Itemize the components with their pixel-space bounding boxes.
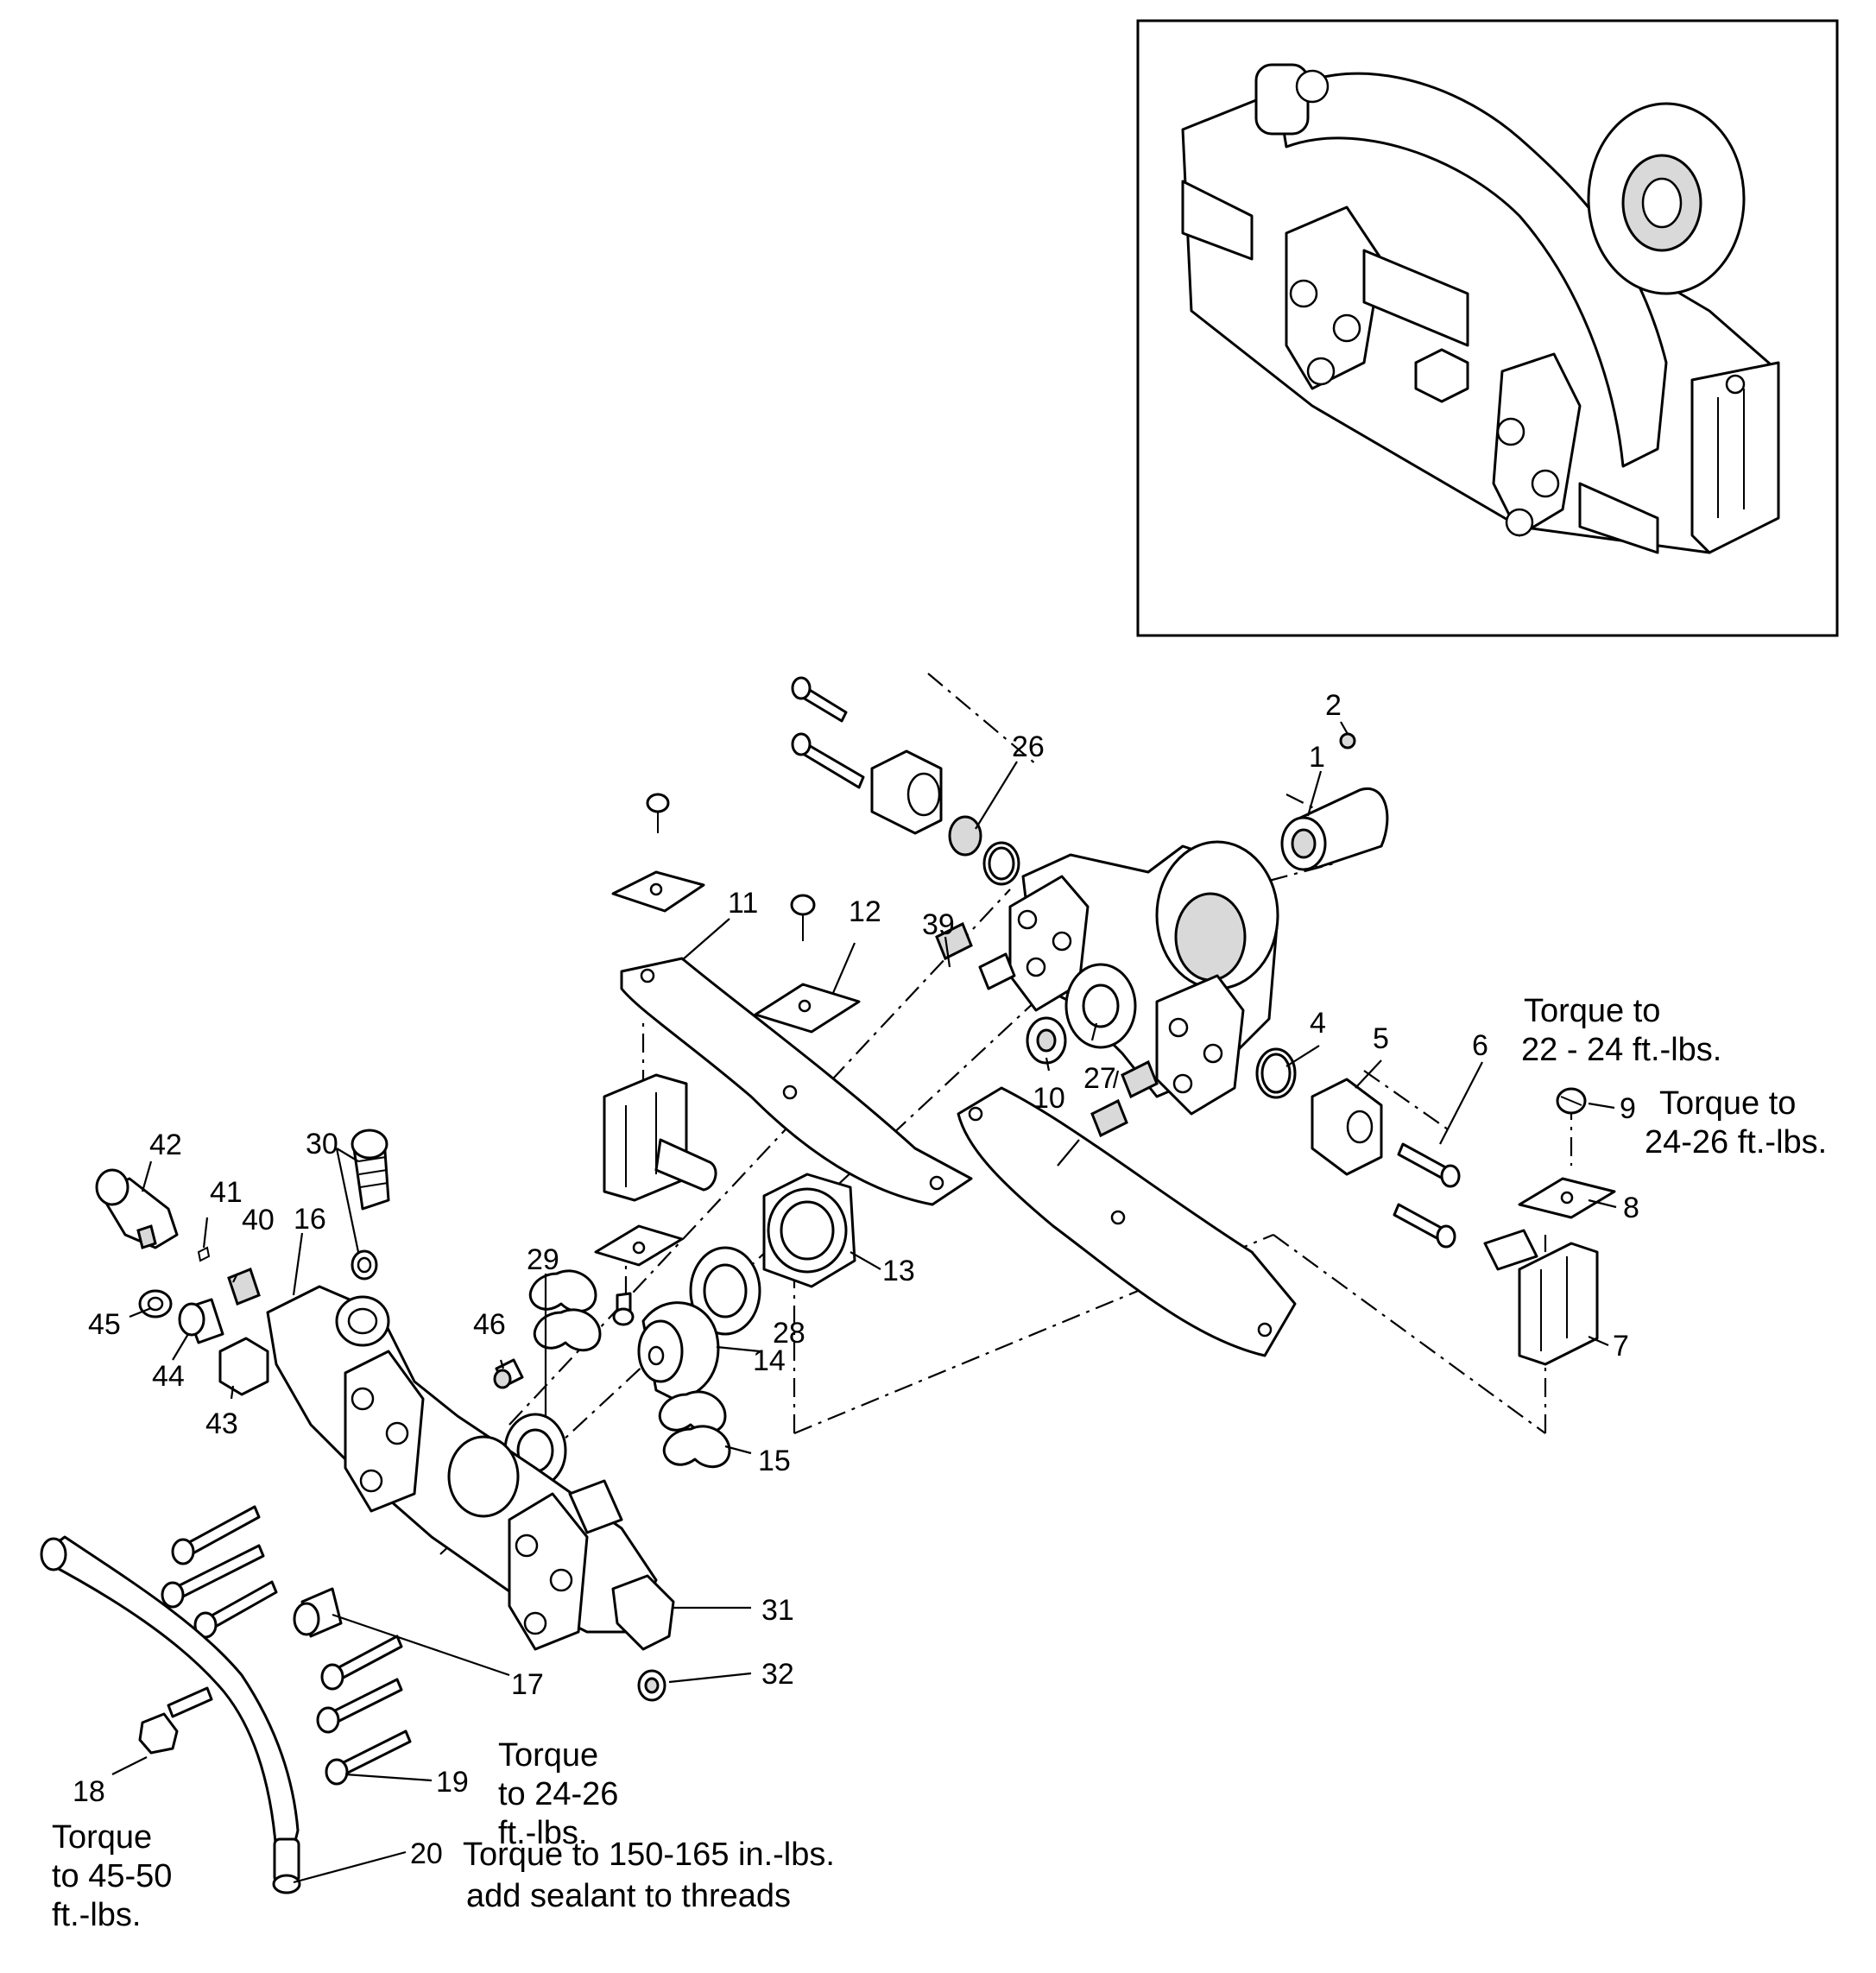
part-2-plug: [1339, 732, 1356, 749]
part-29-gaskets: [528, 1269, 602, 1352]
torque-note-18-line2: to 45-50: [52, 1858, 172, 1894]
part-40-spring: [227, 1268, 261, 1306]
torque-note-20-line1: Torque to 150-165 in.-lbs.: [463, 1837, 835, 1873]
torque-notes: Torque to 22 - 24 ft.-lbs. Torque to 24-…: [52, 993, 1827, 1933]
callout-4: 4: [1310, 1007, 1326, 1040]
callout-41: 41: [210, 1176, 243, 1209]
lower-clip-plate: [594, 1224, 684, 1326]
part-5-flange: [1311, 1078, 1383, 1176]
part-9-bolt: [1556, 1087, 1587, 1115]
part-20-pipe: [40, 1535, 301, 1894]
torque-note-19-line2: to 24-26: [498, 1776, 618, 1812]
callout-leaders: [111, 721, 1617, 1884]
part-8-plate: [1518, 1177, 1616, 1219]
part-17-bushing: [293, 1587, 343, 1638]
torque-note-9-line1: Torque to: [1659, 1085, 1796, 1122]
callout-19: 19: [436, 1766, 469, 1799]
left-bracket-block: [603, 1073, 717, 1202]
callout-40: 40: [242, 1204, 275, 1236]
part-46-sleeve: [493, 1358, 524, 1389]
callout-28: 28: [773, 1317, 805, 1350]
callout-6: 6: [1472, 1029, 1488, 1062]
bearing-27: [1064, 963, 1137, 1049]
callout-18: 18: [73, 1775, 105, 1808]
callout-26: 26: [1012, 730, 1045, 763]
callout-16: 16: [294, 1203, 326, 1236]
part-10-bushing: [1026, 1016, 1067, 1065]
callout-44: 44: [152, 1360, 185, 1393]
callout-30: 30: [306, 1128, 338, 1160]
inlet-cap: [870, 749, 943, 835]
part-27-check-valve: [1090, 1059, 1159, 1138]
upper-clip-plate: [611, 793, 705, 913]
part-41-clip: [197, 1246, 211, 1262]
callout-45: 45: [88, 1308, 121, 1341]
part-32-cap: [637, 1669, 666, 1702]
callout-1: 1: [1309, 741, 1325, 774]
part-30-fitting: [351, 1129, 390, 1281]
part-6-bolts: [1393, 1142, 1461, 1249]
torque-note-6-line2: 22 - 24 ft.-lbs.: [1521, 1032, 1721, 1068]
callout-8: 8: [1623, 1192, 1639, 1224]
callout-11: 11: [728, 887, 758, 920]
part-18-fitting: [138, 1686, 213, 1755]
part-1-sleeve: [1280, 787, 1389, 871]
cap-bolts: [791, 676, 865, 789]
part-19-bolts: [161, 1505, 412, 1786]
part-45-washer: [138, 1289, 173, 1318]
callout-39: 39: [922, 908, 955, 941]
torque-note-18-line3: ft.-lbs.: [52, 1897, 141, 1933]
part-11-long-plate-2: [957, 1086, 1297, 1357]
callout-14: 14: [753, 1344, 786, 1377]
part-26-seal: [948, 815, 1020, 886]
torque-note-19-line1: Torque: [498, 1737, 598, 1774]
part-42-valve: [95, 1168, 179, 1249]
part-13-bracket: [762, 1173, 856, 1288]
callout-32: 32: [761, 1658, 794, 1691]
callout-15: 15: [758, 1445, 791, 1477]
callout-7: 7: [1613, 1330, 1629, 1363]
part-39-check-valve: [935, 921, 1016, 990]
part-4-o-ring: [1255, 1047, 1297, 1099]
callout-29: 29: [527, 1243, 559, 1276]
callout-42: 42: [149, 1129, 182, 1161]
torque-note-6-line1: Torque to: [1524, 993, 1660, 1029]
part-28-bearing: [689, 1246, 761, 1336]
callout-17: 17: [511, 1668, 544, 1701]
pump-head-housing: [1008, 840, 1279, 1116]
part-7-bracket: [1483, 1229, 1599, 1366]
callout-numbers: 1 2 4 5 6 7 8 9 10 11 12 13 14 15 16 17 …: [73, 689, 1639, 1870]
callout-13: 13: [882, 1255, 915, 1287]
callout-2: 2: [1325, 689, 1342, 722]
torque-note-19-line3: ft.-lbs.: [498, 1815, 587, 1851]
part-14-cam: [637, 1301, 720, 1401]
callout-12: 12: [849, 895, 881, 928]
callout-9: 9: [1620, 1092, 1636, 1125]
part-15-gaskets: [658, 1390, 731, 1469]
part-12-plate: [754, 894, 861, 1034]
callout-27: 27: [1083, 1062, 1116, 1095]
part-16-manifold: [266, 1285, 658, 1651]
torque-note-9-line2: 24-26 ft.-lbs.: [1645, 1124, 1827, 1160]
part-11-long-plate: [620, 957, 973, 1206]
callout-20: 20: [410, 1837, 443, 1870]
inset-frame: [1136, 19, 1839, 637]
torque-note-20-line2: add sealant to threads: [466, 1878, 791, 1914]
assembled-pump-inset: [1136, 19, 1839, 637]
callout-43: 43: [205, 1407, 238, 1440]
part-31-plug: [611, 1574, 675, 1651]
callout-46: 46: [473, 1308, 506, 1341]
callout-5: 5: [1373, 1022, 1389, 1055]
part-43-nut: [218, 1337, 269, 1396]
assembled-pump-illustration: [1181, 63, 1780, 554]
callout-31: 31: [761, 1594, 794, 1627]
part-44-bushing: [178, 1298, 224, 1344]
torque-note-18-line1: Torque: [52, 1819, 152, 1856]
callout-10: 10: [1033, 1082, 1065, 1115]
